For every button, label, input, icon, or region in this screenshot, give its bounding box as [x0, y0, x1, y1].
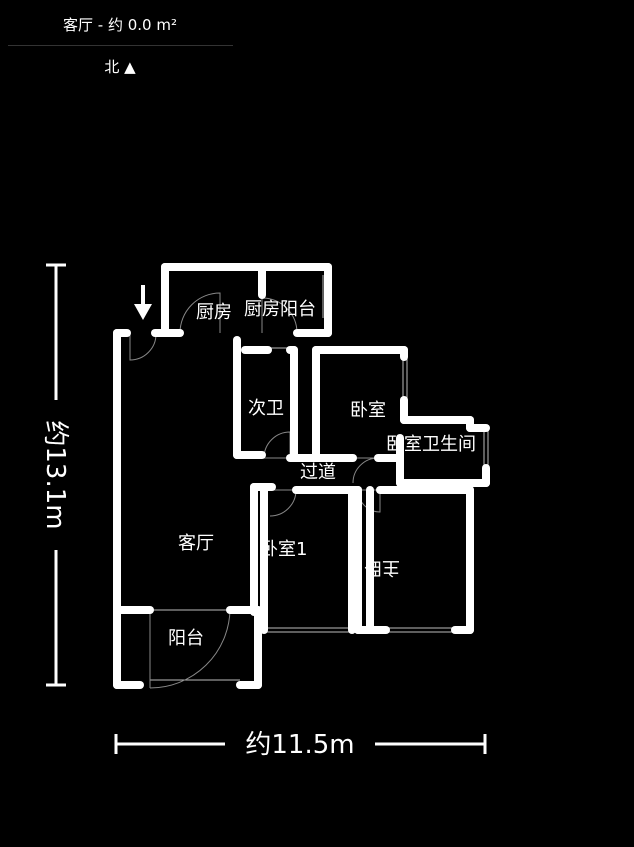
- north-indicator: 北 ▲: [104, 58, 136, 76]
- width-dimension-label: 约11.5m: [245, 730, 354, 760]
- width-dimension-line: [114, 734, 487, 754]
- room-label-hallway: 过道: [300, 462, 336, 483]
- room-label-second-bath: 次卫: [248, 398, 284, 419]
- header-divider: [8, 45, 233, 46]
- height-dimension-label: 约13.1m: [40, 420, 70, 529]
- room-label-kitchen: 厨房: [196, 302, 232, 323]
- room-label-balcony: 阳台: [168, 628, 204, 649]
- room-label-master-bath: 卧室卫生间: [386, 434, 476, 455]
- entrance-arrow-icon: [134, 285, 152, 320]
- room-title: 客厅 - 约 0.0 m²: [63, 16, 177, 34]
- room-label-living-room: 客厅: [178, 533, 214, 554]
- room-label-bedroom1: 卧室1: [260, 539, 307, 560]
- height-dimension-line: [46, 263, 66, 687]
- walls: [113, 263, 490, 689]
- room-label-kitchen-balcony: 厨房阳台: [244, 299, 316, 320]
- window-lines: [150, 275, 489, 681]
- room-label-bedroom: 卧室: [350, 400, 386, 421]
- room-label-master-bedroom: 主卧: [364, 557, 400, 578]
